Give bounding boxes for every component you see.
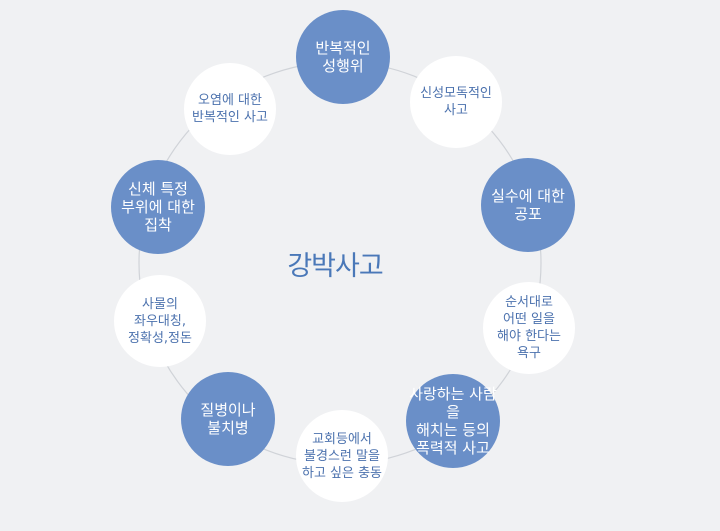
node-order-doing-things: 순서대로 어떤 일을 해야 한다는 욕구	[483, 282, 575, 374]
node-harming-loved-ones: 사랑하는 사람을 해치는 등의 폭력적 사고	[406, 374, 500, 468]
node-body-part-fixation: 신체 특정 부위에 대한 집착	[111, 160, 205, 254]
node-fear-of-mistakes: 실수에 대한 공포	[481, 158, 575, 252]
center-title: 강박사고	[287, 251, 383, 282]
node-symmetry-accuracy: 사물의 좌우대칭, 정확성,정돈	[114, 275, 206, 367]
node-blurting-profanity: 교회등에서 불경스런 말을 하고 싶은 충동	[296, 410, 388, 502]
node-repetitive-behavior-thought: 반복적인 성행위	[296, 10, 390, 104]
node-illness-or-incurable: 질병이나 불치병	[181, 372, 275, 466]
node-blasphemous-thought: 신성모독적인 사고	[410, 56, 502, 148]
node-contamination-repetitive: 오염에 대한 반복적인 사고	[184, 63, 276, 155]
